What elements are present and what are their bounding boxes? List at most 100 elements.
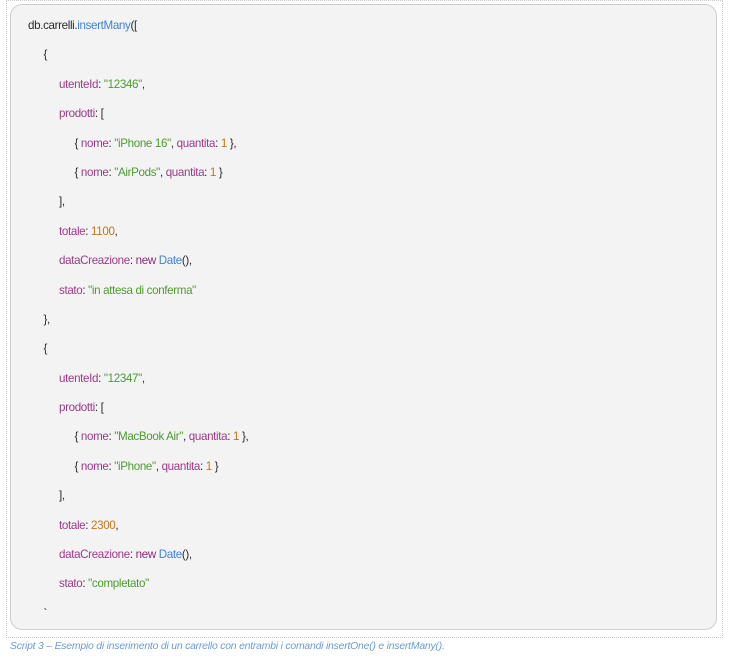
code-token-plain: { [74, 136, 81, 150]
code-token-str: "iPhone" [114, 459, 156, 473]
code-token-plain: , [170, 136, 177, 150]
code-line: { [11, 40, 716, 69]
code-token-plain: }, [226, 136, 237, 150]
code-token-plain: db.carrelli. [28, 19, 78, 32]
code-lines: db.carrelli.insertMany([ { utenteId: "1234… [11, 11, 716, 628]
code-token-str: "12347" [103, 371, 142, 385]
code-line: ], [11, 187, 716, 216]
code-line: ` [11, 599, 716, 628]
code-token-plain: { [74, 165, 81, 179]
code-token-plain: , [183, 430, 189, 444]
code-token-plain: , [141, 77, 145, 91]
code-token-plain: : [108, 459, 115, 473]
code-token-fn: Date [158, 254, 182, 268]
code-token-plain: : [98, 77, 104, 91]
code-token-key: nome [80, 430, 109, 444]
code-block: db.carrelli.insertMany([ { utenteId: "1234… [10, 4, 717, 630]
code-token-key: totale [59, 224, 86, 238]
code-token-plain: { [74, 459, 81, 473]
code-line: stato: "in attesa di conferma" [11, 276, 716, 305]
code-line: dataCreazione: new Date(), [11, 246, 716, 275]
code-token-kw: new [135, 548, 159, 562]
code-token-key: prodotti [59, 401, 95, 415]
code-token-plain: (), [181, 548, 192, 562]
code-token-plain: ], [59, 195, 65, 209]
code-token-plain: : [200, 459, 206, 473]
code-token-plain: ], [59, 489, 65, 503]
code-line: { [11, 334, 716, 363]
code-token-plain: : [108, 165, 115, 179]
code-token-plain: , [114, 224, 118, 238]
code-token-kw: new [135, 254, 159, 268]
code-line: prodotti: [ [11, 393, 716, 422]
code-line: prodotti: [ [11, 99, 716, 128]
code-token-plain: { [43, 48, 48, 62]
code-token-plain: ([ [130, 19, 137, 32]
code-line: totale: 2300, [11, 511, 716, 540]
code-token-key: nome [80, 459, 109, 473]
code-token-num: 1 [209, 165, 217, 179]
code-token-key: dataCreazione [59, 548, 130, 562]
code-token-plain: : [ [94, 401, 104, 415]
code-token-plain: : [82, 283, 89, 297]
code-token-key: quantita [165, 165, 205, 179]
page-frame [6, 0, 723, 638]
code-token-plain: , [159, 165, 166, 179]
code-token-num: 2300 [91, 518, 116, 532]
code-token-plain: ` [43, 606, 48, 620]
code-token-plain: : [82, 577, 89, 591]
code-line: utenteId: "12347", [11, 364, 716, 393]
code-line: stato: "completato" [11, 569, 716, 598]
code-token-plain: , [155, 459, 162, 473]
code-token-plain: : [108, 136, 115, 150]
code-token-plain: } [216, 165, 223, 179]
code-token-key: quantita [176, 136, 216, 150]
code-token-str: "completato" [88, 577, 149, 591]
code-token-plain: : [ [94, 107, 104, 121]
code-token-plain: : [227, 430, 233, 444]
code-line: }, [11, 305, 716, 334]
code-token-plain: : [85, 224, 92, 238]
code-token-plain: : [108, 430, 115, 444]
code-token-key: quantita [161, 459, 201, 473]
code-token-plain: }, [43, 312, 51, 326]
code-token-plain: { [43, 342, 48, 356]
code-token-num: 1 [205, 459, 212, 473]
code-line: { nome: "iPhone 16", quantita: 1 }, [11, 129, 716, 158]
code-line: dataCreazione: new Date(), [11, 540, 716, 569]
code-token-str: "in attesa di conferma" [88, 283, 196, 297]
code-token-num: 1 [220, 136, 227, 150]
code-token-key: nome [80, 136, 109, 150]
code-token-key: dataCreazione [59, 254, 130, 268]
code-line: utenteId: "12346", [11, 70, 716, 99]
code-token-key: nome [80, 165, 109, 179]
code-token-key: utenteId [59, 371, 99, 385]
code-token-plain: (), [181, 254, 192, 268]
figure-caption: Script 3 – Esempio di inserimento di un … [10, 641, 445, 652]
code-line: totale: 1100, [11, 217, 716, 246]
code-token-key: quantita [188, 430, 228, 444]
code-line: db.carrelli.insertMany([ [11, 11, 716, 40]
code-token-plain: : [129, 548, 136, 562]
code-token-plain: : [98, 371, 104, 385]
code-token-str: "iPhone 16" [114, 136, 171, 150]
code-token-num: 1100 [91, 224, 115, 238]
code-token-str: "AirPods" [114, 165, 160, 179]
code-token-fn: Date [158, 548, 182, 562]
code-token-plain: : [129, 254, 136, 268]
code-line: { nome: "iPhone", quantita: 1 } [11, 452, 716, 481]
code-token-num: 1 [233, 430, 240, 444]
code-token-plain: , [115, 518, 119, 532]
code-token-plain: , [141, 371, 145, 385]
code-line: { nome: "AirPods", quantita: 1 } [11, 158, 716, 187]
code-token-key: totale [59, 518, 86, 532]
code-token-plain: : [85, 518, 92, 532]
code-token-plain: : [215, 136, 221, 150]
code-line: { nome: "MacBook Air", quantita: 1 }, [11, 422, 716, 451]
code-token-plain: { [74, 430, 81, 444]
code-token-plain: }, [239, 430, 249, 444]
code-line: ], [11, 481, 716, 510]
code-token-fn: insertMany [77, 19, 131, 32]
code-token-key: prodotti [59, 107, 95, 121]
code-token-str: "MacBook Air" [114, 430, 184, 444]
